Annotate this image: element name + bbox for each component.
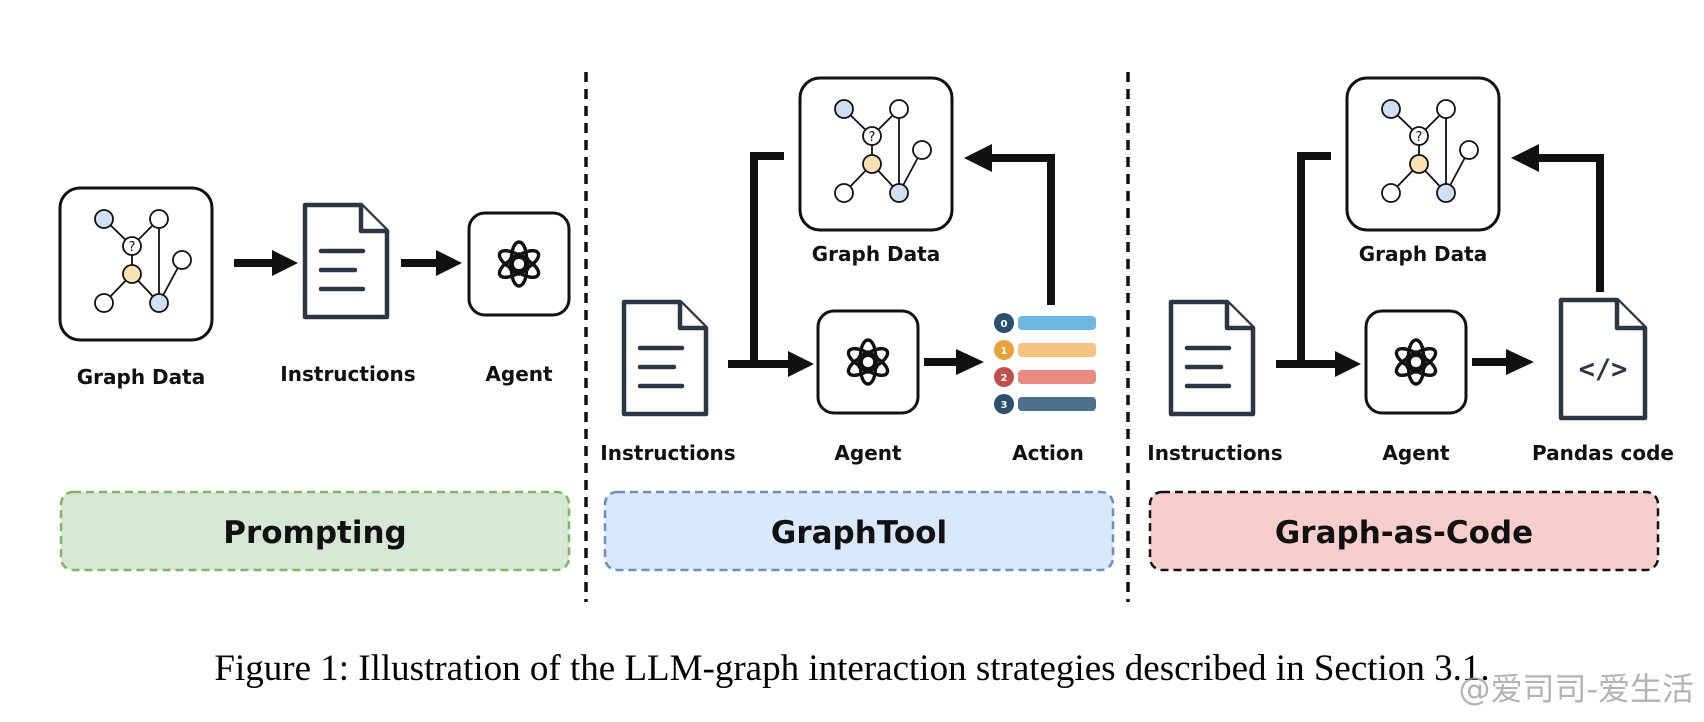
prompting-title-box: Prompting <box>59 490 571 572</box>
bracket-arrow-icon <box>1276 152 1361 377</box>
graph-question-mark: ? <box>129 240 136 255</box>
graph-as-code-panel: ? Graph Data Instructions Agent </> <box>1147 76 1674 572</box>
agent-openai-icon <box>467 211 571 317</box>
graph-data-icon: ? <box>798 76 954 232</box>
instructions-label: Instructions <box>280 362 415 386</box>
document-icon <box>1171 302 1253 414</box>
feedback-arrow-icon <box>964 144 1055 305</box>
prompting-panel: ? Graph Data Instructions Agent Promptin… <box>58 186 571 572</box>
graph-question-mark: ? <box>1416 130 1423 145</box>
graph-question-mark: ? <box>869 130 876 145</box>
agent-openai-icon <box>816 309 920 415</box>
arrow-right-icon <box>401 250 462 276</box>
graph-data-label: Graph Data <box>1359 242 1487 266</box>
agent-label: Agent <box>834 441 902 465</box>
arrow-right-icon <box>924 349 984 375</box>
arrow-right-icon <box>1472 349 1534 375</box>
pandas-code-label: Pandas code <box>1532 441 1674 465</box>
graph-data-icon: ? <box>58 186 214 342</box>
instructions-label: Instructions <box>1147 441 1282 465</box>
arrow-right-icon <box>234 250 298 276</box>
document-icon <box>624 302 706 414</box>
action-number: 2 <box>1001 373 1008 384</box>
agent-label: Agent <box>485 362 553 386</box>
graph-as-code-title: Graph-as-Code <box>1275 515 1533 551</box>
watermark: @爱司司-爱生活 <box>1458 670 1694 708</box>
graphtool-title-box: GraphTool <box>603 490 1115 572</box>
action-list-icon: 0 1 2 3 <box>994 313 1096 414</box>
bracket-arrow-icon <box>728 152 814 377</box>
prompting-title: Prompting <box>223 515 407 551</box>
graphtool-panel: ? Graph Data Instructions Agent <box>600 76 1115 572</box>
instructions-label: Instructions <box>600 441 735 465</box>
graphtool-title: GraphTool <box>771 515 947 551</box>
graph-data-label: Graph Data <box>77 365 205 389</box>
agent-label: Agent <box>1382 441 1450 465</box>
graph-as-code-title-box: Graph-as-Code <box>1148 490 1660 572</box>
figure-caption: Figure 1: Illustration of the LLM-graph … <box>214 648 1489 689</box>
graph-data-label: Graph Data <box>812 242 940 266</box>
action-label: Action <box>1012 441 1084 465</box>
agent-openai-icon <box>1364 309 1468 415</box>
action-number: 3 <box>1001 400 1008 411</box>
document-icon <box>305 205 387 317</box>
feedback-arrow-icon <box>1511 144 1604 292</box>
code-file-icon: </> <box>1558 297 1648 421</box>
action-number: 0 <box>1001 319 1008 330</box>
graph-data-icon: ? <box>1345 76 1501 232</box>
code-glyph: </> <box>1579 354 1628 385</box>
action-number: 1 <box>1001 346 1008 357</box>
